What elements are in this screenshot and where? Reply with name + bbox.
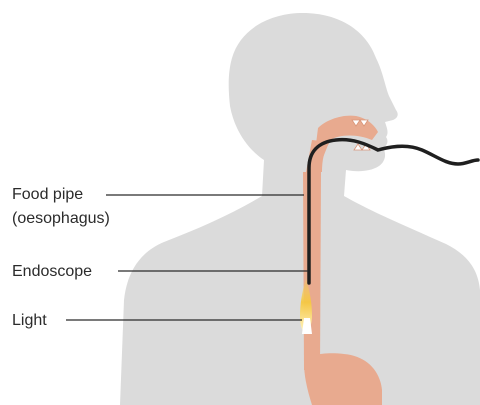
body-silhouette [120, 13, 480, 405]
label-food-pipe-line1: Food pipe [12, 186, 83, 203]
head-neck-shoulders-shape [120, 13, 480, 405]
label-food-pipe-line2: (oesophagus) [12, 210, 110, 227]
label-light: Light [12, 312, 47, 329]
label-endoscope: Endoscope [12, 263, 92, 280]
